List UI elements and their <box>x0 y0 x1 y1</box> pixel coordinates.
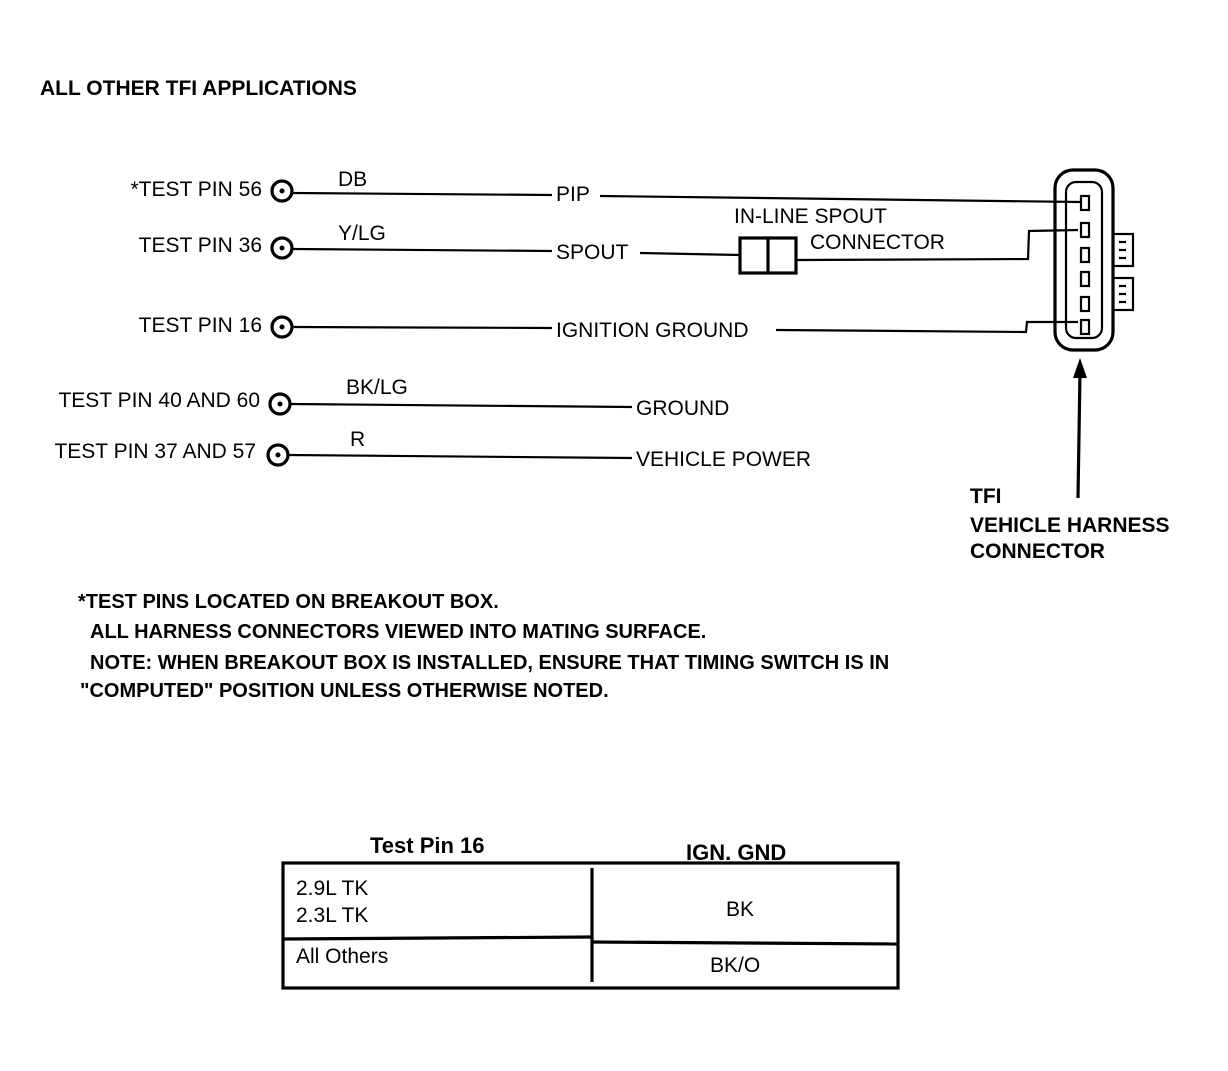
harness-label-2: VEHICLE HARNESS <box>970 514 1170 537</box>
wire-line <box>775 320 1078 334</box>
diagram-title: ALL OTHER TFI APPLICATIONS <box>40 77 357 100</box>
wire-line <box>599 194 1081 204</box>
table-row: BK <box>726 898 754 921</box>
wire-line <box>639 251 741 257</box>
table-row: 2.3L TK <box>296 904 368 927</box>
table-header-ign-gnd: IGN. GND <box>686 840 786 865</box>
note-line-4: "COMPUTED" POSITION UNLESS OTHERWISE NOT… <box>80 680 609 702</box>
test-pin-terminal <box>266 443 290 467</box>
note-line-3: NOTE: WHEN BREAKOUT BOX IS INSTALLED, EN… <box>90 652 889 674</box>
inline-connector-label-2: CONNECTOR <box>810 231 945 254</box>
wire-line <box>291 325 553 330</box>
wire-line <box>289 402 633 409</box>
inline-spout-connector <box>738 236 798 275</box>
signal-label-ground: GROUND <box>636 397 729 420</box>
wire-color-db: DB <box>338 168 367 191</box>
signal-label-ignition-ground: IGNITION GROUND <box>556 319 749 342</box>
wire-color-table: Test Pin 16 IGN. GND 2.9L TK 2.3L TK BK … <box>281 833 900 990</box>
test-pin-terminal <box>270 236 294 260</box>
harness-label-3: CONNECTOR <box>970 540 1105 563</box>
harness-label-1: TFI <box>970 485 1002 508</box>
table-row: All Others <box>296 945 388 968</box>
pin-label-56: *TEST PIN 56 <box>131 178 263 201</box>
table-row: 2.9L TK <box>296 877 368 900</box>
wire-line <box>291 191 553 197</box>
table-header-test-pin: Test Pin 16 <box>370 833 485 858</box>
pin-label-36: TEST PIN 36 <box>139 234 262 257</box>
wire-line <box>291 247 553 253</box>
test-pin-terminal <box>268 392 292 416</box>
wire-color-r: R <box>350 428 365 451</box>
wire-color-bklg: BK/LG <box>346 376 408 399</box>
table-row: BK/O <box>710 954 760 977</box>
pin-label-16: TEST PIN 16 <box>139 314 262 337</box>
harness-arrow <box>1073 358 1087 499</box>
pin-label-37-57: TEST PIN 37 AND 57 <box>54 440 256 463</box>
note-line-2: ALL HARNESS CONNECTORS VIEWED INTO MATIN… <box>90 621 706 643</box>
test-pin-terminal <box>270 179 294 203</box>
wire-color-ylg: Y/LG <box>338 222 386 245</box>
signal-label-pip: PIP <box>556 183 590 206</box>
note-line-1: *TEST PINS LOCATED ON BREAKOUT BOX. <box>78 591 499 613</box>
pin-label-40-60: TEST PIN 40 AND 60 <box>58 389 260 412</box>
inline-connector-label-1: IN-LINE SPOUT <box>734 205 887 228</box>
wire-line <box>287 453 633 460</box>
tfi-harness-connector <box>1053 168 1135 352</box>
signal-label-vehicle-power: VEHICLE POWER <box>636 448 811 471</box>
test-pin-terminal <box>270 315 294 339</box>
signal-label-spout: SPOUT <box>556 241 629 264</box>
